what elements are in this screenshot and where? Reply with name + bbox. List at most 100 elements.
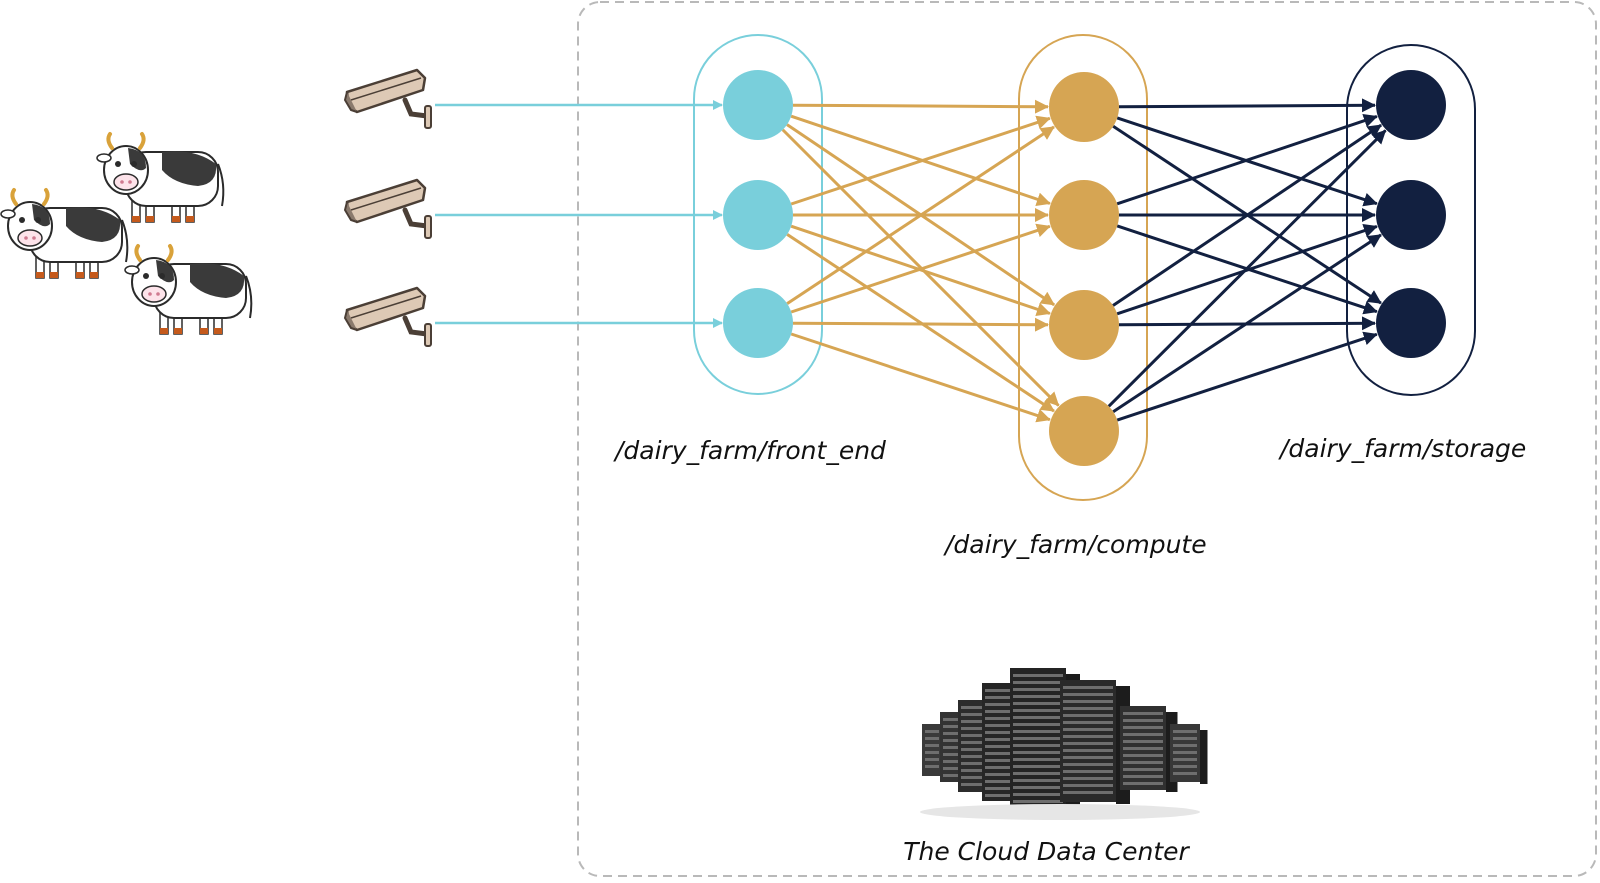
server-slot (1173, 730, 1197, 733)
server-slot (925, 737, 939, 740)
cloud-label: The Cloud Data Center (903, 837, 1190, 866)
server-slot (1013, 786, 1063, 789)
server-slot (961, 755, 987, 758)
server-slot (1013, 681, 1063, 684)
server-slot (1013, 709, 1063, 712)
server-slot (925, 765, 939, 768)
front-end-to-compute-edge (790, 332, 1051, 423)
compute-node (1049, 290, 1119, 360)
server-slot (943, 767, 963, 770)
server-slot (1063, 714, 1113, 717)
server-slot (1013, 730, 1063, 733)
server-slot (1173, 765, 1197, 768)
front-end-node (723, 180, 793, 250)
server-slot (961, 727, 987, 730)
server-slot (943, 746, 963, 749)
server-slot (961, 769, 987, 772)
front-end-label: /dairy_farm/front_end (613, 436, 886, 465)
server-rack-side (1200, 730, 1208, 784)
storage-node (1376, 288, 1446, 358)
server-slot (961, 713, 987, 716)
server-slot (985, 703, 1019, 706)
server-slot (1063, 784, 1113, 787)
compute-node (1049, 396, 1119, 466)
security-camera-icon (343, 68, 432, 129)
server-slot (943, 774, 963, 777)
front-end-node (723, 288, 793, 358)
cloud-boundary (577, 1, 1597, 877)
server-slot (943, 739, 963, 742)
server-slot (961, 762, 987, 765)
cow-icon (0, 188, 129, 279)
connections (435, 98, 1387, 423)
server-slot (1123, 747, 1163, 750)
server-slot (1173, 758, 1197, 761)
server-slot (1013, 737, 1063, 740)
server-slot (985, 759, 1019, 762)
server-slot (1173, 751, 1197, 754)
server-slot (985, 696, 1019, 699)
compute-label: /dairy_farm/compute (943, 530, 1207, 559)
server-slot (1063, 749, 1113, 752)
server-slot (1013, 779, 1063, 782)
front-end-node (723, 70, 793, 140)
server-slot (1063, 763, 1113, 766)
server-slot (1173, 772, 1197, 775)
server-slot (1123, 761, 1163, 764)
server-slot (985, 766, 1019, 769)
server-slot (985, 717, 1019, 720)
server-slot (1013, 758, 1063, 761)
server-slot (1063, 791, 1113, 794)
server-slot (1123, 733, 1163, 736)
server-slot (985, 745, 1019, 748)
server-slot (985, 731, 1019, 734)
front-end-to-compute-edge (786, 125, 1055, 305)
server-slot (1063, 700, 1113, 703)
server-slot (1063, 721, 1113, 724)
compute-to-storage-edge (1107, 129, 1387, 408)
server-slot (943, 718, 963, 721)
server-slot (1013, 716, 1063, 719)
compute-to-storage-edge (1116, 113, 1378, 206)
compute-to-storage-edge (1118, 98, 1377, 113)
storage-capsule (1346, 44, 1476, 396)
server-slot (1123, 768, 1163, 771)
server-slot (961, 734, 987, 737)
server-racks-icon (920, 668, 1208, 820)
server-slot (1013, 793, 1063, 796)
storage-node (1376, 180, 1446, 250)
server-slot (985, 794, 1019, 797)
nodes (723, 70, 1446, 466)
server-slot (1063, 728, 1113, 731)
compute-to-storage-edge (1112, 123, 1382, 307)
server-slot (1063, 777, 1113, 780)
server-slot (1063, 693, 1113, 696)
server-slot (1013, 800, 1063, 803)
server-slot (1063, 756, 1113, 759)
server-slot (1013, 695, 1063, 698)
server-slot (985, 787, 1019, 790)
datacenter-shadow (920, 804, 1200, 820)
storage-label: /dairy_farm/storage (1278, 434, 1526, 463)
server-slot (925, 758, 939, 761)
front-end-to-compute-edge (790, 223, 1051, 314)
server-slot (1013, 772, 1063, 775)
server-slot (1063, 770, 1113, 773)
server-slot (961, 741, 987, 744)
camera-group (343, 68, 432, 347)
server-slot (985, 738, 1019, 741)
compute-node (1049, 180, 1119, 250)
server-slot (1013, 765, 1063, 768)
server-slot (1173, 737, 1197, 740)
server-slot (943, 725, 963, 728)
front-end-to-compute-edge (790, 115, 1051, 206)
server-slot (1123, 740, 1163, 743)
server-slot (961, 706, 987, 709)
server-slot (1063, 707, 1113, 710)
server-slot (1123, 719, 1163, 722)
cow-icon (96, 132, 225, 223)
security-camera-icon (343, 286, 432, 347)
server-slot (943, 732, 963, 735)
security-camera-icon (343, 178, 432, 239)
front-end-to-compute-edge (792, 317, 1050, 332)
